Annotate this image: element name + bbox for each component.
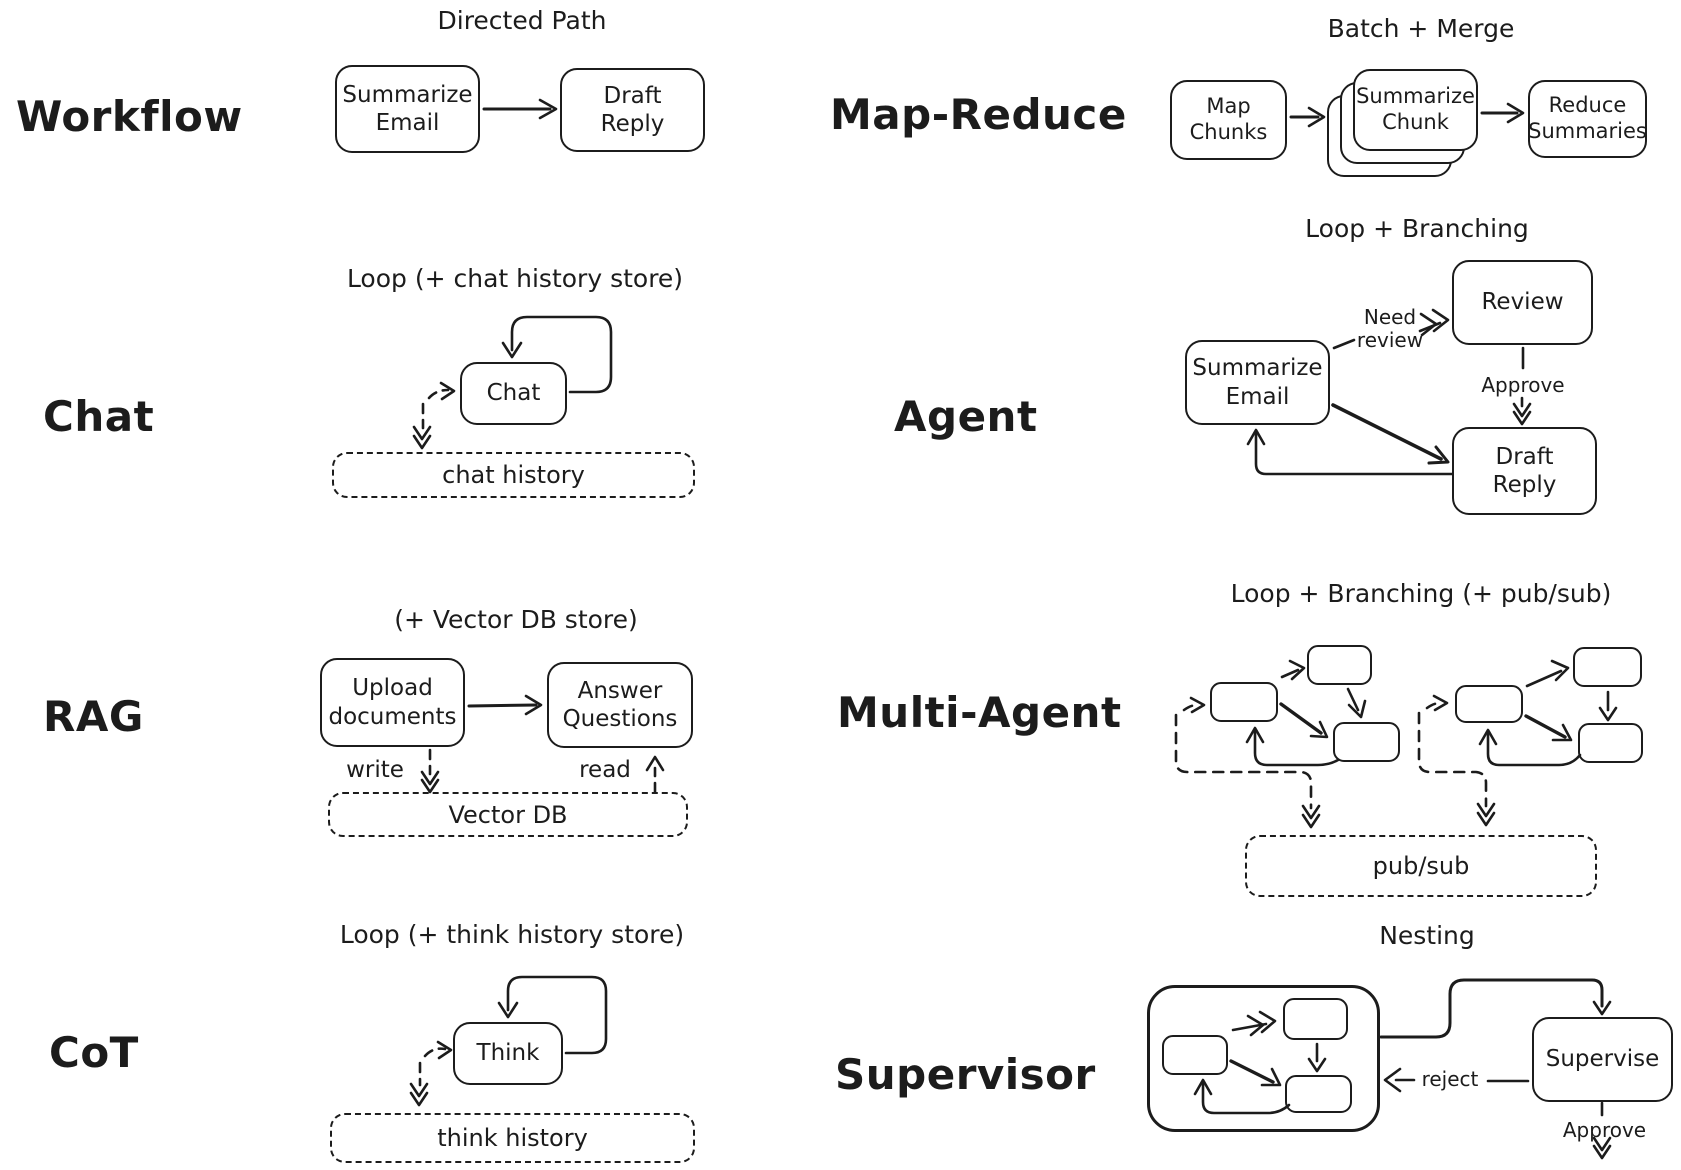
- store-think-history: think history: [330, 1113, 695, 1163]
- arrow-history-to-chat-dashed: [427, 388, 450, 400]
- arrow-c1-sub-dashed: [1182, 703, 1199, 712]
- arrow-c2-loop-back: [1486, 731, 1582, 767]
- rag-label: RAG: [43, 692, 144, 741]
- node-chat: Chat: [460, 362, 567, 425]
- arrowhead-c2-pub: [1476, 802, 1496, 827]
- node-cluster1-top: [1307, 645, 1372, 685]
- node-map-chunks: Map Chunks: [1170, 80, 1287, 160]
- arrow-c1-left-to-top: [1280, 668, 1300, 679]
- agent-title: Loop + Branching: [1305, 214, 1529, 243]
- multi-agent-label: Multi-Agent: [837, 688, 1122, 737]
- arrowhead-c1-loop-back: [1245, 726, 1265, 744]
- node-upload-documents: Upload documents: [320, 658, 465, 747]
- arrow-c1-top-to-bottom: [1346, 687, 1360, 712]
- edge-label-need-review: Need review: [1356, 305, 1424, 352]
- arrow-draft-back-to-summarize: [1254, 430, 1454, 476]
- arrowhead-c1-sub: [1189, 696, 1206, 714]
- arrow-c2-left-to-bottom: [1524, 714, 1567, 739]
- node-cluster1-bottom: [1333, 722, 1400, 762]
- arrowhead-summarize-to-draft-direct: [1427, 445, 1450, 465]
- arrow-history-to-think-dashed: [423, 1047, 447, 1058]
- arrowhead-chat-to-history: [412, 425, 432, 450]
- node-summarize-chunk: Summarize Chunk: [1353, 69, 1478, 151]
- edge-label-write: write: [346, 757, 404, 783]
- store-chat-history: chat history: [332, 452, 695, 498]
- agent-label: Agent: [894, 392, 1038, 441]
- node-agent-review: Review: [1452, 260, 1593, 345]
- arrow-upload-to-answer: [467, 703, 538, 708]
- node-reduce-summaries: Reduce Summaries: [1528, 80, 1647, 158]
- node-agent-draft-reply: Draft Reply: [1452, 427, 1597, 515]
- edge-need-review-tail: [1332, 338, 1356, 350]
- chat-title: Loop (+ chat history store): [346, 264, 684, 293]
- arrowhead-c2-left-to-top: [1550, 659, 1570, 682]
- rag-title: (+ Vector DB store): [394, 605, 638, 634]
- arrowhead-map-to-summarize: [1307, 106, 1326, 128]
- node-answer-questions: Answer Questions: [547, 662, 693, 748]
- arrowhead-c2-loop-back: [1478, 728, 1498, 746]
- supervisor-title: Nesting: [1379, 921, 1475, 950]
- arrow-c2-left-to-top: [1525, 669, 1563, 688]
- node-cluster1-left: [1210, 682, 1278, 722]
- node-agent-summarize-email: Summarize Email: [1185, 340, 1330, 425]
- map-reduce-title: Batch + Merge: [1327, 14, 1515, 43]
- store-vector-db: Vector DB: [328, 792, 688, 837]
- arrowhead-chat-loop: [501, 341, 523, 359]
- node-cluster2-bottom: [1578, 723, 1643, 763]
- node-think: Think: [453, 1022, 563, 1085]
- arrowhead-reject: [1383, 1067, 1402, 1093]
- arrowhead-review-to-draft: [1512, 402, 1532, 426]
- arrowhead-summarize-to-review: [1419, 308, 1450, 337]
- arrow-summarize-to-draft-direct: [1331, 403, 1443, 461]
- edge-label-read: read: [579, 757, 631, 783]
- arrowhead-history-to-chat: [439, 381, 456, 401]
- arrowhead-think-loop: [497, 1001, 519, 1019]
- arrowhead-draft-back-to-summarize: [1246, 428, 1266, 446]
- arrowhead-summarize-to-reduce: [1506, 102, 1525, 124]
- node-cluster2-left: [1455, 685, 1523, 723]
- edge-label-reject: reject: [1421, 1067, 1479, 1091]
- arrowhead-workflow: [538, 98, 558, 120]
- map-reduce-label: Map-Reduce: [830, 90, 1127, 139]
- cot-title: Loop (+ think history store): [339, 920, 685, 949]
- arrowhead-c2-top-to-bottom: [1598, 706, 1618, 722]
- node-supervise: Supervise: [1532, 1017, 1673, 1102]
- arrowhead-c2-sub: [1432, 694, 1449, 712]
- edge-label-supervisor-approve: Approve: [1562, 1118, 1647, 1142]
- store-pub-sub: pub/sub: [1245, 835, 1597, 897]
- arrowhead-upload-to-answer: [524, 694, 543, 716]
- node-workflow-draft-reply: Draft Reply: [560, 68, 705, 152]
- arrowhead-read: [645, 755, 665, 772]
- arrow-c1-pub-dashed: [1174, 713, 1313, 810]
- arrow-c2-sub-dashed: [1425, 701, 1442, 710]
- arrowhead-think-to-history: [409, 1082, 429, 1107]
- arrow-c1-left-to-bottom: [1279, 702, 1323, 735]
- arrowhead-c1-left-to-bottom: [1309, 720, 1329, 739]
- node-workflow-summarize-email: Summarize Email: [335, 65, 480, 153]
- node-nested-top: [1283, 998, 1348, 1040]
- arrowhead-history-to-think: [436, 1040, 453, 1060]
- arrow-c1-loop-back: [1253, 729, 1340, 767]
- arrowhead-container-to-supervise: [1592, 1000, 1612, 1016]
- supervisor-label: Supervisor: [835, 1050, 1096, 1099]
- arrowhead-c2-left-to-bottom: [1551, 723, 1573, 742]
- edge-label-agent-approve: Approve: [1481, 373, 1565, 397]
- arrowhead-c1-top-to-bottom: [1347, 699, 1367, 719]
- arrow-c2-pub-dashed: [1417, 711, 1488, 808]
- workflow-label: Workflow: [16, 92, 243, 141]
- multi-agent-title: Loop + Branching (+ pub/sub): [1230, 579, 1612, 608]
- arrowhead-write: [420, 770, 440, 794]
- arrowhead-c1-pub: [1301, 804, 1321, 829]
- chat-label: Chat: [43, 392, 155, 441]
- node-nested-bottom: [1285, 1075, 1352, 1113]
- workflow-title: Directed Path: [437, 6, 607, 35]
- node-nested-left: [1162, 1035, 1228, 1075]
- cot-label: CoT: [49, 1028, 139, 1077]
- node-cluster2-top: [1573, 647, 1642, 687]
- arrowhead-c1-left-to-top: [1288, 659, 1306, 681]
